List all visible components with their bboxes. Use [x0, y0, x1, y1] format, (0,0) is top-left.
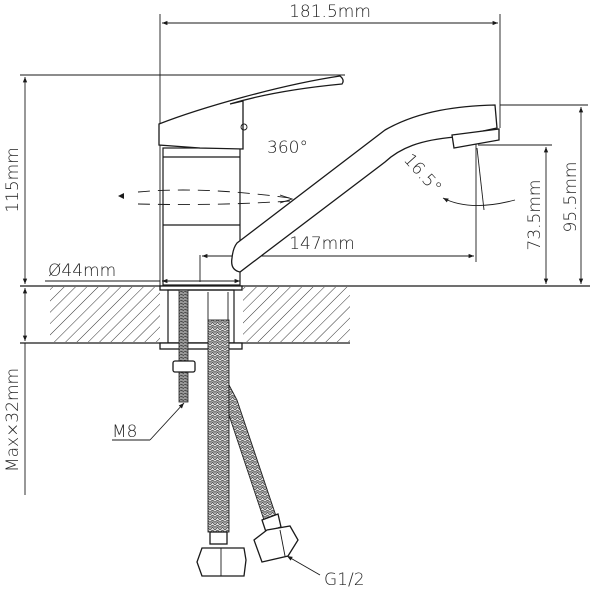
spout	[231, 104, 498, 273]
dim-counter-thickness-label: Max×32mm	[3, 368, 23, 472]
dim-spout-reach-label: 147mm	[289, 234, 355, 254]
stud-callout	[112, 402, 185, 441]
handle-screw	[240, 123, 248, 131]
stud-nut	[172, 360, 196, 373]
hose-callout	[286, 555, 321, 576]
dim-overall-height-label: 115mm	[3, 147, 23, 213]
lever-handle	[158, 75, 344, 150]
dim-spout-height-label: 73.5mm	[525, 180, 545, 251]
countertop	[20, 285, 590, 344]
faucet-body	[162, 147, 241, 286]
hose-thread-label: G1/2	[324, 570, 365, 590]
flexible-hose-straight	[196, 319, 247, 577]
mounting-assembly	[159, 285, 243, 350]
rotation-label: 360°	[267, 138, 308, 158]
spout-angle-label: 16.5°	[399, 150, 445, 198]
dim-overall-length-label: 181.5mm	[289, 2, 371, 22]
dim-base-diameter-label: Ø44mm	[48, 261, 116, 281]
extension-lines	[20, 14, 588, 286]
dim-spout-top-height-label: 95.5mm	[561, 162, 581, 233]
stud-thread-label: M8	[112, 422, 137, 442]
rotation-indicator	[118, 189, 294, 206]
threaded-stud	[178, 289, 189, 403]
aerator	[451, 128, 500, 149]
flexible-hose-angled	[228, 384, 299, 563]
spout-angle-indicator	[442, 147, 516, 211]
